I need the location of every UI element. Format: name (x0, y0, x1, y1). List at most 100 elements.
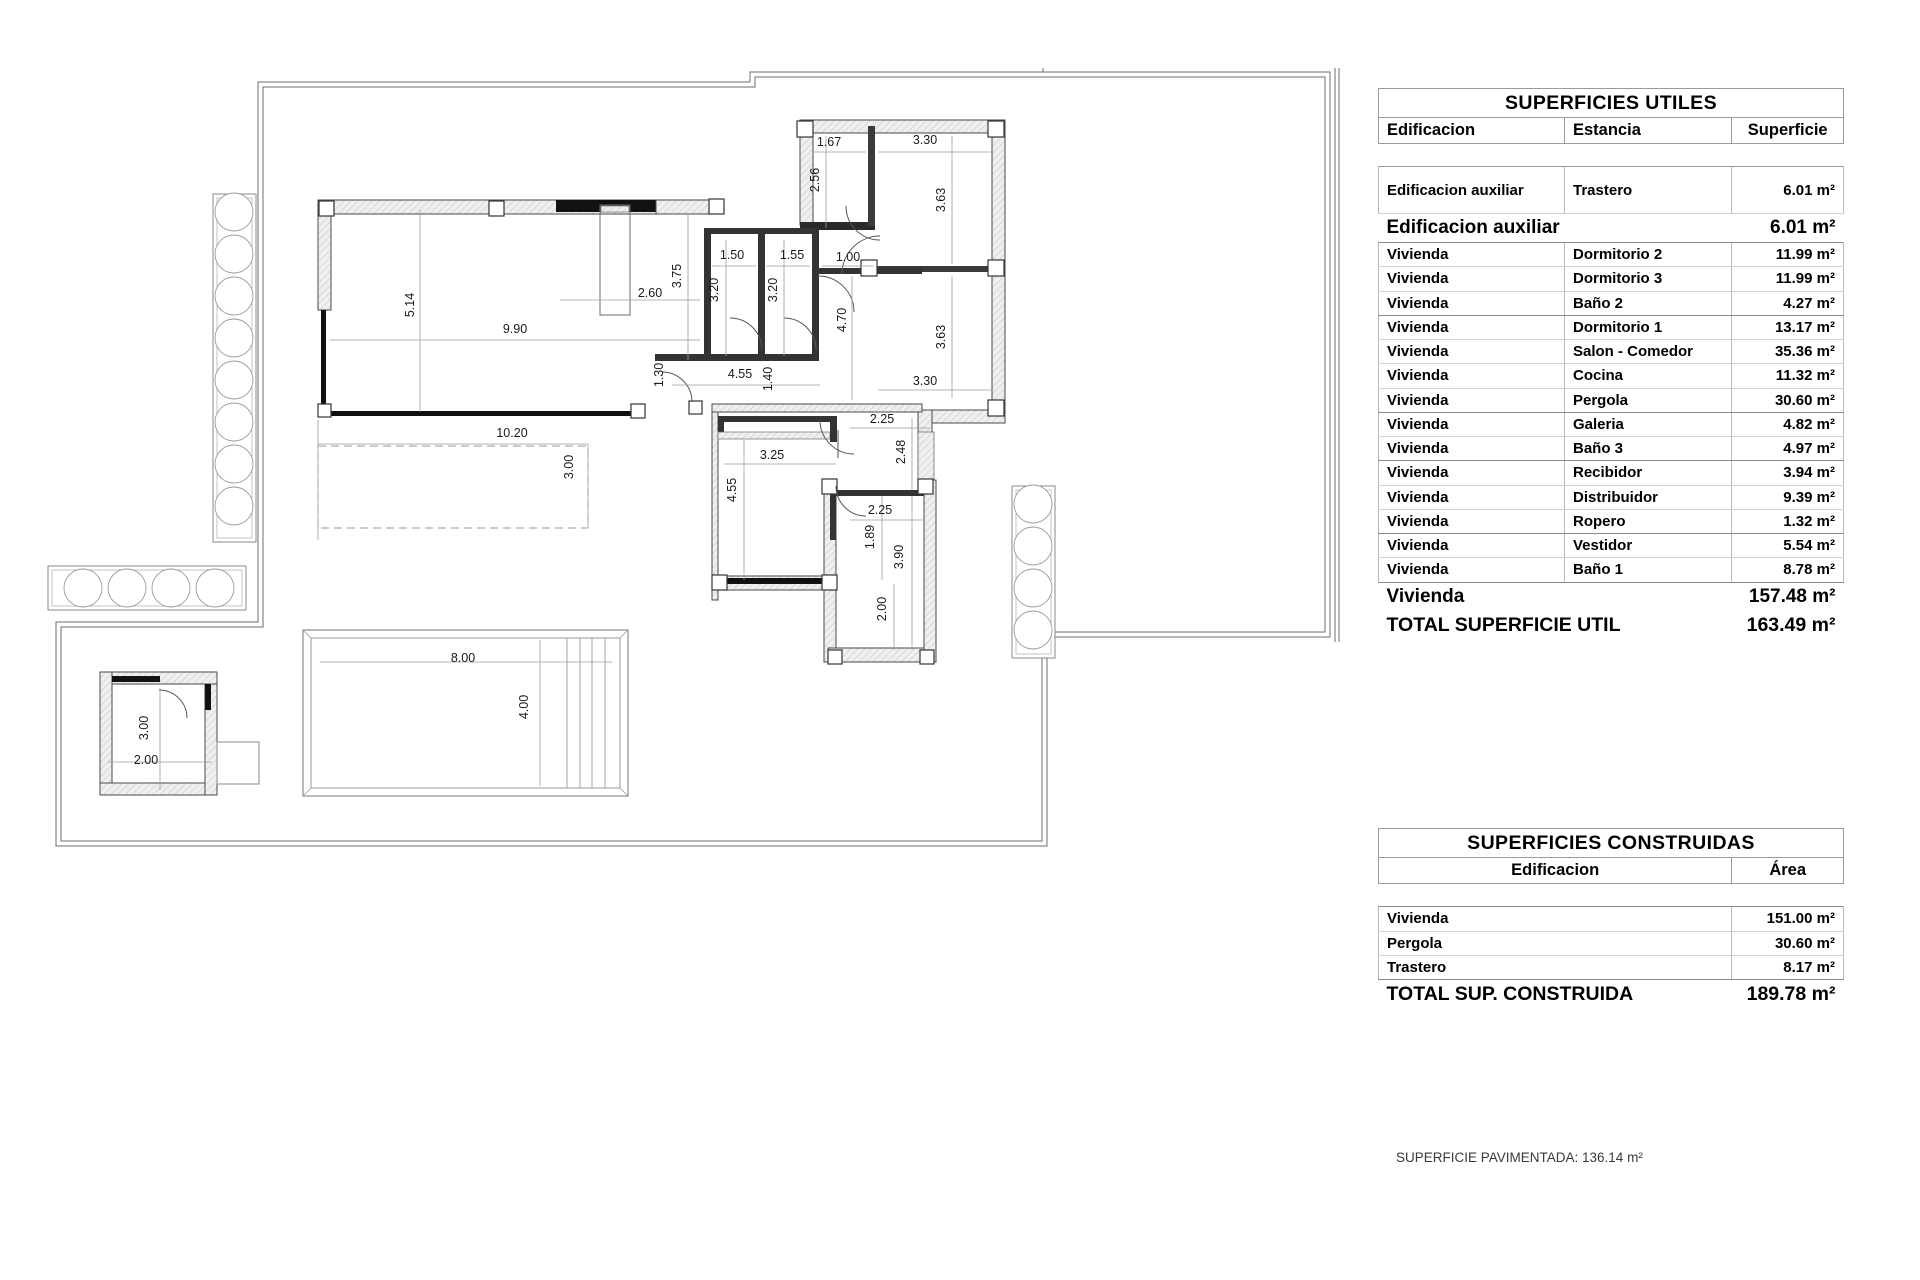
house-walls (317, 119, 1006, 663)
cell-superficie: 3.94 m² (1731, 460, 1844, 486)
construidas-title: SUPERFICIES CONSTRUIDAS (1378, 827, 1844, 859)
d-bano2-w: 1.50 (720, 248, 744, 262)
cell-edificacion: Edificacion auxiliar (1378, 166, 1565, 215)
d-pergola-h: 3.00 (562, 455, 576, 479)
table-row: Vivienda Galeria 4.82 m² (1378, 412, 1844, 438)
cell-edificacion: Vivienda (1378, 412, 1565, 438)
planter-left (212, 192, 257, 543)
d-dorm1-h: 3.63 (934, 325, 948, 349)
cell-edificacion: Vivienda (1378, 291, 1565, 316)
cell-superficie: 6.01 m² (1731, 166, 1844, 215)
tree-icon (214, 192, 254, 526)
cell-superficie: 9.39 m² (1731, 485, 1844, 510)
construidas-total-row: TOTAL SUP. CONSTRUIDA 189.78 m² (1379, 980, 1844, 1009)
table-row: Vivienda Baño 3 4.97 m² (1378, 436, 1844, 462)
structural-pillars (317, 120, 1005, 665)
table-row: Vivienda Dormitorio 1 13.17 m² (1378, 315, 1844, 341)
d-small-140: 1.40 (761, 367, 775, 391)
swimming-pool (302, 629, 629, 797)
door-swings (158, 205, 881, 719)
d-dorm3-w: 1.67 (817, 135, 841, 149)
utiles-total-value: 163.49 m² (1746, 613, 1836, 636)
table-row: Vivienda Dormitorio 2 11.99 m² (1378, 242, 1844, 268)
cell-estancia: Dormitorio 1 (1563, 315, 1732, 341)
cell-estancia: Baño 2 (1563, 291, 1732, 316)
cell-superficie: 11.99 m² (1731, 266, 1844, 292)
d-distrib-h: 4.70 (835, 308, 849, 332)
cell-edificacion: Vivienda (1378, 485, 1565, 510)
cell-superficie: 5.54 m² (1731, 533, 1844, 559)
cell-estancia: Recibidor (1563, 460, 1732, 486)
utiles-col-edificacion: Edificacion (1378, 117, 1565, 145)
d-small-130: 1.30 (652, 363, 666, 387)
cell-edificacion: Vivienda (1378, 339, 1565, 365)
cell-estancia: Salon - Comedor (1563, 339, 1732, 365)
d-recib-h: 2.48 (894, 440, 908, 464)
cell-estancia: Baño 3 (1563, 436, 1732, 462)
cell-superficie: 4.27 m² (1731, 291, 1844, 316)
planter-right (1011, 484, 1056, 659)
construidas-header-row: Edificacion Área (1377, 857, 1844, 885)
vivienda-subtotal-label: Vivienda (1386, 585, 1465, 607)
pool-steps (566, 638, 606, 788)
d-bano1-w: 2.25 (868, 503, 892, 517)
cell-superficie: 35.36 m² (1731, 339, 1844, 365)
utiles-title-row: SUPERFICIES UTILES (1378, 87, 1844, 119)
table-row: Vivienda Salon - Comedor 35.36 m² (1378, 339, 1844, 365)
cell-edificacion: Vivienda (1378, 315, 1565, 341)
superficies-utiles-table: SUPERFICIES UTILES Edificacion Estancia … (1378, 87, 1844, 639)
aux-subtotal-value: 6.01 m² (1770, 217, 1836, 239)
d-pergola-w: 10.20 (496, 426, 527, 440)
utiles-col-superficie: Superficie (1731, 117, 1844, 145)
table-row: Vivienda Recibidor 3.94 m² (1378, 460, 1844, 486)
pergola-outline (317, 445, 589, 529)
cell-edificacion: Vivienda (1378, 266, 1565, 292)
d-cocina-depth: 2.60 (638, 286, 662, 300)
table-row: Vivienda Baño 1 8.78 m² (1378, 557, 1844, 583)
utiles-col-estancia: Estancia (1563, 117, 1733, 145)
table-row: Vivienda Vestidor 5.54 m² (1378, 533, 1844, 559)
d-trastero-w: 2.00 (134, 753, 158, 767)
d-dorm3-h: 2.56 (808, 168, 822, 192)
d-dorm1-w: 3.30 (913, 374, 937, 388)
d-bano2-h: 3.20 (707, 278, 721, 302)
d-ropero-w: 1.00 (836, 250, 860, 264)
cell-superficie: 4.82 m² (1731, 412, 1844, 438)
cell-area: 8.17 m² (1731, 955, 1844, 981)
table-row: Vivienda Distribuidor 9.39 m² (1378, 485, 1844, 510)
cell-superficie: 11.32 m² (1731, 363, 1844, 389)
utiles-total-label: TOTAL SUPERFICIE UTIL (1386, 613, 1621, 636)
d-bano1-h: 1.89 (863, 525, 877, 549)
superficies-construidas-panel: SUPERFICIES CONSTRUIDAS Edificacion Área… (1377, 827, 1844, 1009)
cell-edificacion: Vivienda (1378, 363, 1565, 389)
cell-superficie: 11.99 m² (1731, 242, 1844, 268)
cell-edificacion: Vivienda (1378, 557, 1565, 583)
cell-area: 151.00 m² (1731, 906, 1844, 932)
cell-edificacion: Vivienda (1378, 388, 1565, 413)
cell-estancia: Trastero (1563, 166, 1732, 215)
d-trastero-h: 3.00 (137, 716, 151, 740)
cell-estancia: Dormitorio 3 (1563, 266, 1732, 292)
cell-edificacion: Vivienda (1378, 242, 1565, 268)
plot-boundary-walls (55, 68, 1340, 847)
d-salon-height: 5.14 (403, 293, 417, 317)
utiles-header-row: Edificacion Estancia Superficie (1378, 117, 1844, 145)
d-vest-h: 3.90 (892, 545, 906, 569)
floor-plan-svg: 9.905.142.603.751.503.201.553.201.004.70… (47, 68, 1340, 847)
d-dorm4-h: 4.55 (725, 478, 739, 502)
d-dorm4-w: 3.25 (760, 448, 784, 462)
cell-estancia: Baño 1 (1563, 557, 1732, 583)
cell-estancia: Vestidor (1563, 533, 1732, 559)
utiles-total-row: TOTAL SUPERFICIE UTIL 163.49 m² (1379, 611, 1844, 639)
d-dorm2-w: 3.30 (913, 133, 937, 147)
superficies-construidas-table: SUPERFICIES CONSTRUIDAS Edificacion Área… (1377, 827, 1844, 1009)
table-row: Vivienda Dormitorio 3 11.99 m² (1378, 266, 1844, 292)
d-vest-w: 2.00 (875, 597, 889, 621)
vivienda-subtotal-row: Vivienda 157.48 m² (1379, 582, 1844, 610)
spacer-row (1379, 884, 1844, 907)
cell-edificacion: Vivienda (1378, 436, 1565, 462)
table-row: Vivienda Ropero 1.32 m² (1378, 509, 1844, 535)
construidas-title-row: SUPERFICIES CONSTRUIDAS (1378, 827, 1844, 859)
